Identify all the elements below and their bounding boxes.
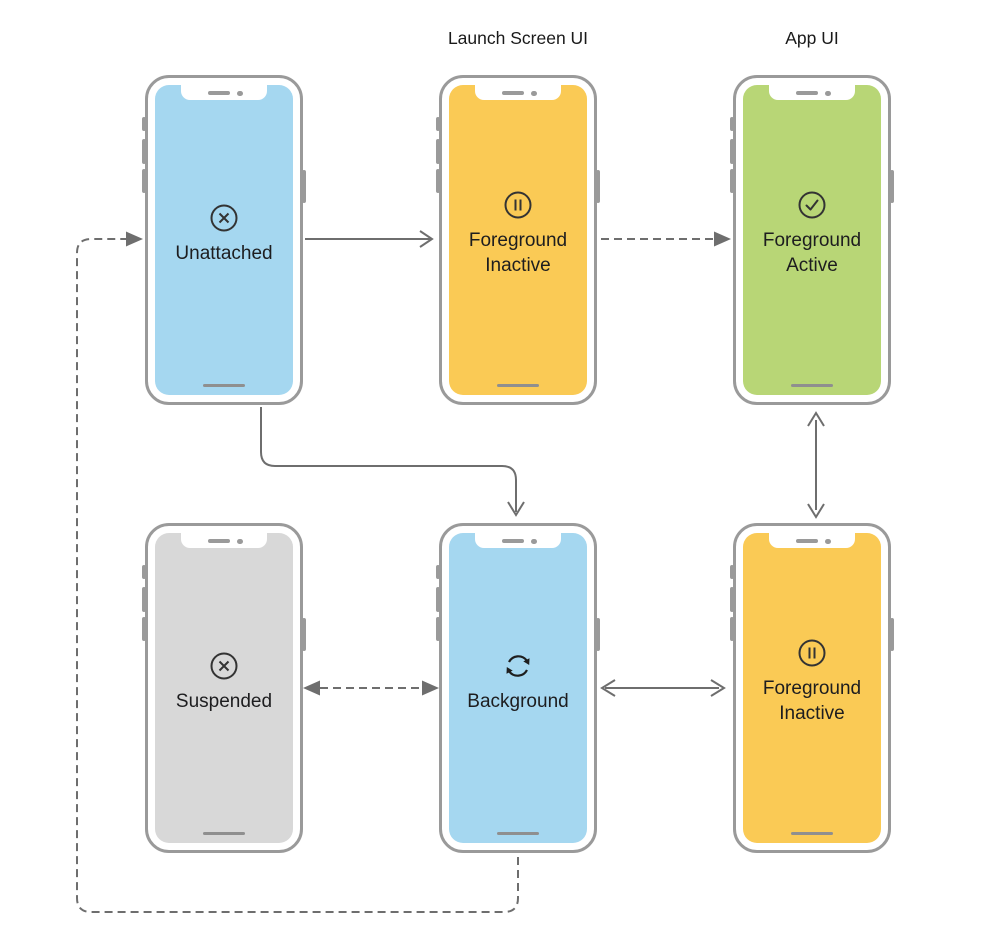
power-button xyxy=(302,170,306,203)
volume-button xyxy=(436,169,440,193)
speaker-icon xyxy=(796,91,818,95)
speaker-icon xyxy=(502,539,524,543)
power-button xyxy=(596,618,600,651)
volume-button xyxy=(142,139,146,164)
state-label: Foreground Inactive xyxy=(762,678,862,724)
camera-icon xyxy=(531,90,537,96)
column-header-app-ui: App UI xyxy=(785,28,839,48)
volume-button xyxy=(730,117,734,131)
pause-circle-icon xyxy=(798,639,826,667)
phone-background: Background xyxy=(436,523,600,853)
camera-icon xyxy=(237,90,243,96)
volume-button xyxy=(142,169,146,193)
phone-frame: Foreground Active xyxy=(733,75,891,405)
speaker-icon xyxy=(208,91,230,95)
phone-foreground-inactive-launch: Foreground Inactive xyxy=(436,75,600,405)
phone-screen: Foreground Inactive xyxy=(449,85,587,395)
home-indicator xyxy=(497,831,539,835)
volume-button xyxy=(436,139,440,164)
edge-suspended-to-background xyxy=(303,680,439,696)
phone-screen: Foreground Inactive xyxy=(743,533,881,843)
edge-unattached-to-foreground-inactive-launch xyxy=(305,230,434,248)
phone-suspended: Suspended xyxy=(142,523,306,853)
state-label: Foreground Active xyxy=(762,230,862,276)
phone-foreground-inactive-app: Foreground Inactive xyxy=(730,523,894,853)
volume-button xyxy=(142,117,146,131)
volume-button xyxy=(436,117,440,131)
speaker-icon xyxy=(208,539,230,543)
notch xyxy=(181,533,267,548)
power-button xyxy=(890,618,894,651)
power-button xyxy=(890,170,894,203)
volume-button xyxy=(730,587,734,612)
volume-button xyxy=(730,617,734,641)
phone-frame: Unattached xyxy=(145,75,303,405)
notch xyxy=(769,533,855,548)
phone-frame: Background xyxy=(439,523,597,853)
notch xyxy=(181,85,267,100)
phone-frame: Suspended xyxy=(145,523,303,853)
pause-circle-icon xyxy=(504,191,532,219)
volume-button xyxy=(730,139,734,164)
edge-foreground-inactive-launch-to-foreground-active xyxy=(601,231,731,247)
column-header-launch-screen-ui: Launch Screen UI xyxy=(447,28,589,48)
camera-icon xyxy=(825,538,831,544)
edge-unattached-to-background xyxy=(260,407,525,517)
speaker-icon xyxy=(796,539,818,543)
phone-screen: Suspended xyxy=(155,533,293,843)
notch xyxy=(769,85,855,100)
volume-button xyxy=(142,565,146,579)
refresh-cycle-icon xyxy=(506,654,530,677)
home-indicator xyxy=(791,831,833,835)
home-indicator xyxy=(497,383,539,387)
x-circle-icon xyxy=(210,652,238,680)
notch xyxy=(475,533,561,548)
volume-button xyxy=(730,169,734,193)
phone-foreground-active: Foreground Active xyxy=(730,75,894,405)
power-button xyxy=(596,170,600,203)
phone-unattached: Unattached xyxy=(142,75,306,405)
phone-screen: Foreground Active xyxy=(743,85,881,395)
phone-frame: Foreground Inactive xyxy=(733,523,891,853)
volume-button xyxy=(436,587,440,612)
state-label: Suspended xyxy=(175,690,273,712)
camera-icon xyxy=(237,538,243,544)
volume-button xyxy=(436,617,440,641)
volume-button xyxy=(142,587,146,612)
edge-foreground-active-to-foreground-inactive-app xyxy=(807,411,825,519)
state-label: Unattached xyxy=(175,242,273,264)
speaker-icon xyxy=(502,91,524,95)
x-circle-icon xyxy=(210,204,238,232)
volume-button xyxy=(730,565,734,579)
home-indicator xyxy=(791,383,833,387)
phone-screen: Unattached xyxy=(155,85,293,395)
volume-button xyxy=(436,565,440,579)
state-label: Background xyxy=(467,690,569,712)
check-circle-icon xyxy=(798,191,826,219)
phone-screen: Background xyxy=(449,533,587,843)
volume-button xyxy=(142,617,146,641)
phone-frame: Foreground Inactive xyxy=(439,75,597,405)
power-button xyxy=(302,618,306,651)
home-indicator xyxy=(203,383,245,387)
camera-icon xyxy=(825,90,831,96)
state-label: Foreground Inactive xyxy=(468,230,568,276)
edge-background-to-foreground-inactive-app xyxy=(600,679,726,697)
camera-icon xyxy=(531,538,537,544)
home-indicator xyxy=(203,831,245,835)
notch xyxy=(475,85,561,100)
